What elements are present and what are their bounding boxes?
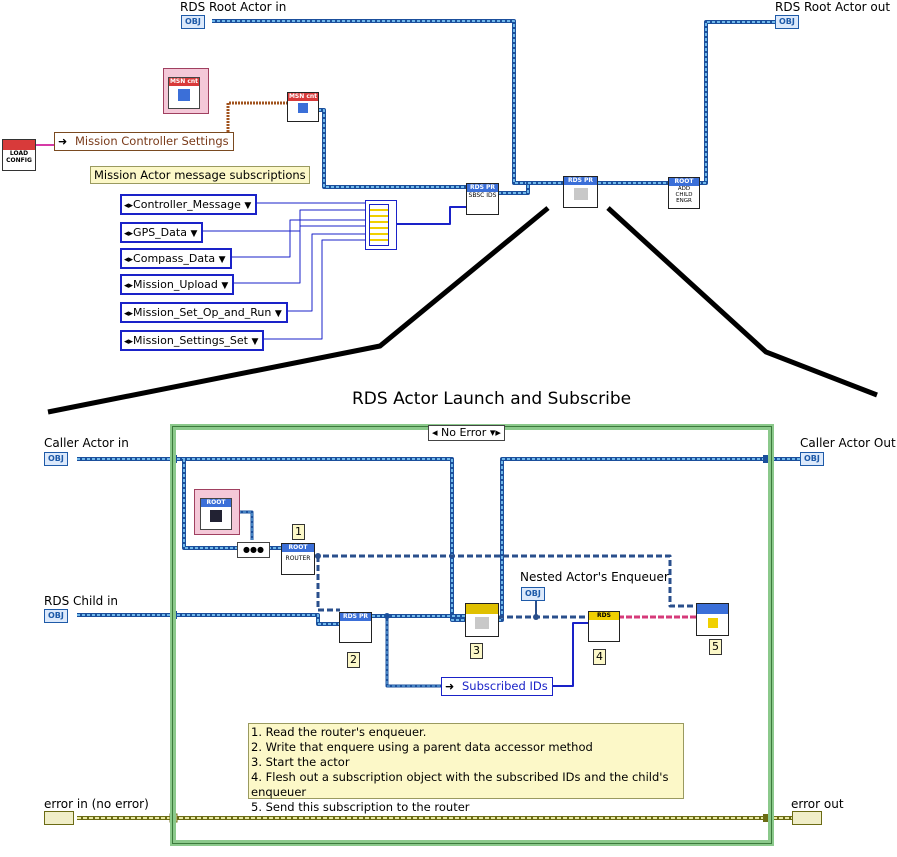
- root-router-node[interactable]: ROOT ROUTER: [281, 543, 315, 575]
- case-selector[interactable]: ◂ No Error ▾▸: [428, 425, 505, 441]
- rds-child-in-terminal[interactable]: OBJ: [44, 609, 68, 623]
- step-1-badge: 1: [292, 524, 305, 540]
- ring-mission-set-op-and-run[interactable]: ◂▸Mission_Set_Op_and_Run ▼: [120, 302, 288, 323]
- arrow-icon: ➜: [58, 135, 68, 148]
- load-config-label: LOAD CONFIG: [6, 150, 32, 164]
- decrement-icon[interactable]: ◂: [432, 426, 438, 439]
- ring-gps-data[interactable]: ◂▸GPS_Data ▼: [120, 222, 204, 243]
- envelope-icon: [707, 618, 718, 628]
- start-actor-node[interactable]: [465, 603, 499, 637]
- enum-wires: [200, 202, 466, 340]
- subscriptions-label: Mission Actor message subscriptions: [90, 166, 310, 184]
- object-wire-top: [212, 19, 775, 195]
- caller-actor-in-label: Caller Actor in: [44, 436, 129, 450]
- gear-icon: [475, 617, 489, 629]
- error-in-label: error in (no error): [44, 797, 149, 811]
- cube-icon: [210, 510, 222, 522]
- step-5-badge: 5: [709, 639, 722, 655]
- caller-actor-in-terminal[interactable]: OBJ: [44, 452, 68, 466]
- step-4-badge: 4: [593, 649, 606, 665]
- note-line: 5. Send this subscription to the router: [251, 800, 470, 814]
- send-subscription-node[interactable]: [696, 603, 729, 636]
- msn-cnt-node[interactable]: MSN cnt: [287, 92, 319, 122]
- zoom-callout-lines: [47, 206, 878, 415]
- msn-cnt-badge: MSN cnt: [169, 78, 199, 86]
- steps-notes: 1. Read the router's enqueuer. 2. Write …: [248, 723, 684, 814]
- load-config-node[interactable]: LOAD CONFIG: [2, 139, 36, 171]
- cube-icon: [178, 89, 190, 101]
- error-out-terminal[interactable]: [792, 811, 822, 825]
- step-2-badge: 2: [347, 652, 360, 668]
- error-out-label: error out: [791, 797, 844, 811]
- note-line: 4. Flesh out a subscription object with …: [251, 770, 669, 799]
- ring-controller-message[interactable]: ◂▸Controller_Message ▼: [120, 194, 258, 215]
- nested-enqueuer-label: Nested Actor's Enqueuer: [520, 570, 669, 584]
- note-line: 1. Read the router's enqueuer.: [251, 725, 427, 739]
- caller-actor-out-terminal[interactable]: OBJ: [800, 452, 824, 466]
- rds-root-actor-in-terminal[interactable]: OBJ: [181, 15, 205, 29]
- root-add-child-engr-node[interactable]: ROOT ADD CHILD ENGR: [668, 177, 700, 209]
- rds-subscription-node[interactable]: RDS: [588, 611, 620, 642]
- dropdown-icon[interactable]: ▾▸: [489, 426, 501, 439]
- cube-icon: [298, 103, 308, 113]
- caller-actor-out-label: Caller Actor Out: [800, 436, 896, 450]
- rds-pr-sbsc-ids-node[interactable]: RDS PR SBSC IDS: [466, 183, 499, 215]
- gear-icon: [573, 188, 588, 200]
- ring-compass-data[interactable]: ◂▸Compass_Data ▼: [120, 248, 232, 269]
- detail-wires: [77, 457, 800, 820]
- rds-child-in-label: RDS Child in: [44, 594, 119, 608]
- mission-controller-settings-constant[interactable]: ➜ Mission Controller Settings: [54, 132, 234, 151]
- subscribed-ids-indicator[interactable]: ➜ Subscribed IDs: [441, 677, 553, 696]
- detail-title: RDS Actor Launch and Subscribe: [352, 389, 632, 409]
- rds-root-actor-out-label: RDS Root Actor out: [775, 0, 891, 14]
- msn-class-constant[interactable]: MSN cnt: [163, 68, 209, 114]
- note-line: 2. Write that enquere using a parent dat…: [251, 740, 593, 754]
- note-line: 3. Start the actor: [251, 755, 350, 769]
- root-class-constant[interactable]: ROOT: [194, 489, 240, 535]
- nested-enqueuer-terminal[interactable]: OBJ: [521, 587, 545, 601]
- rds-root-actor-out-terminal[interactable]: OBJ: [775, 15, 799, 29]
- build-array-node[interactable]: [365, 200, 397, 250]
- rds-root-actor-in-label: RDS Root Actor in: [180, 0, 287, 14]
- to-more-generic-node[interactable]: ●●●: [237, 542, 270, 558]
- step-3-badge: 3: [470, 643, 483, 659]
- arrow-icon: ➜: [445, 680, 455, 693]
- rds-pr-launch-node[interactable]: RDS PR: [563, 176, 598, 208]
- ring-mission-upload[interactable]: ◂▸Mission_Upload ▼: [120, 274, 235, 295]
- error-in-terminal[interactable]: [44, 811, 74, 825]
- ring-mission-settings-set[interactable]: ◂▸Mission_Settings_Set ▼: [120, 330, 265, 351]
- rds-pr-write-node[interactable]: RDS PR: [339, 612, 372, 643]
